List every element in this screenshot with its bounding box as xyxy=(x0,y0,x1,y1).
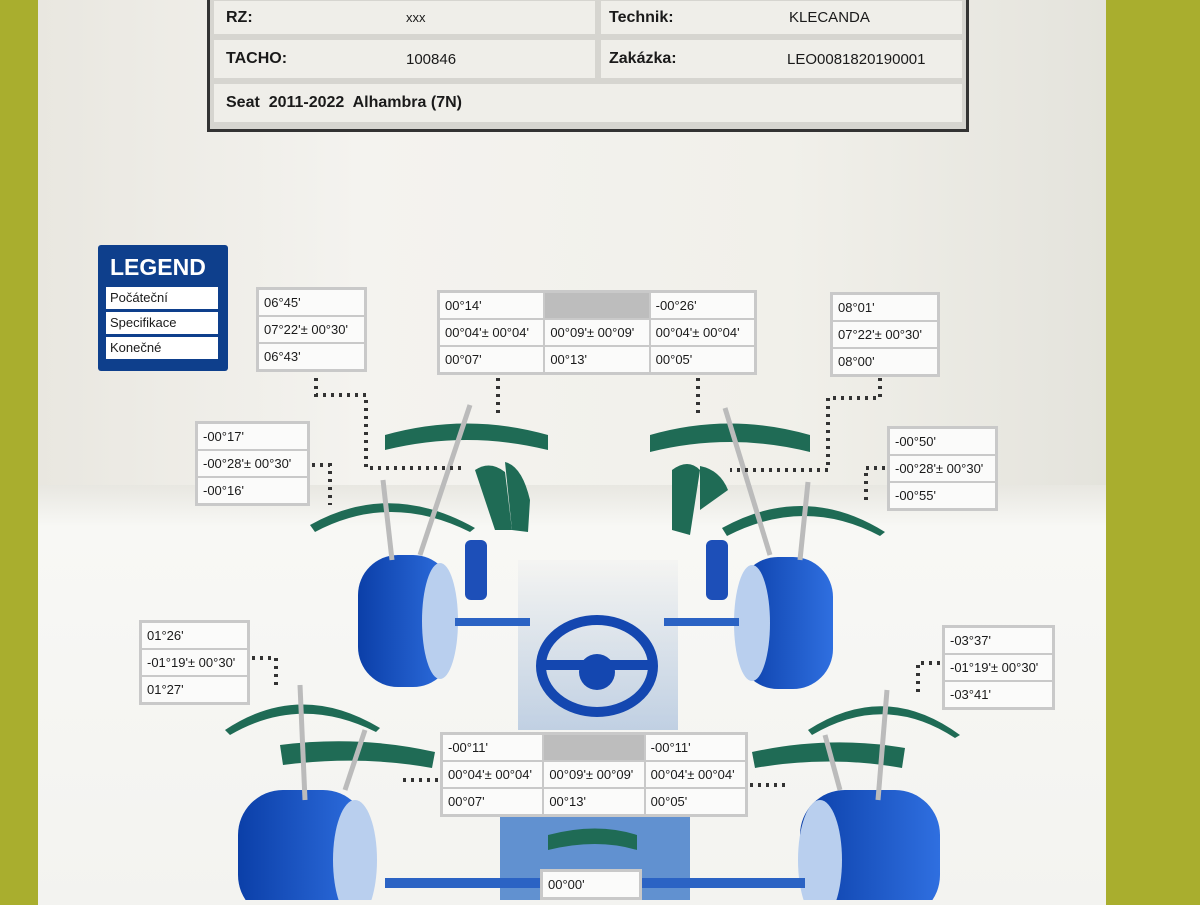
right-toe-spec: 00°04'± 00°04' xyxy=(650,320,754,345)
value-final: 06°43' xyxy=(259,344,364,369)
leader-lines xyxy=(252,378,940,787)
total-toe-spec: 00°09'± 00°09' xyxy=(545,320,649,345)
legend-title: LEGEND xyxy=(110,254,206,280)
front-right-camber-box: -00°50' -00°28'± 00°30' -00°55' xyxy=(887,426,998,511)
value-final: -00°16' xyxy=(198,478,307,503)
front-toe-box: 00°14' -00°26' 00°04'± 00°04'00°09'± 00°0… xyxy=(437,290,757,375)
legend: LEGEND Počáteční Specifikace Konečné xyxy=(98,245,228,371)
left-toe-final: 00°07' xyxy=(440,347,544,372)
steering-wheel-icon xyxy=(536,615,658,717)
technik-value: KLECANDA xyxy=(789,9,870,26)
left-toe-initial: -00°11' xyxy=(443,735,543,760)
front-left-caster-box: 06°45' 07°22'± 00°30' 06°43' xyxy=(256,287,367,372)
legend-initial: Počáteční xyxy=(106,287,218,309)
rear-left-camber-box: 01°26' -01°19'± 00°30' 01°27' xyxy=(139,620,250,705)
rear-toe-box: -00°11' -00°11' 00°04'± 00°04'00°09'± 00°… xyxy=(440,732,748,817)
left-toe-spec: 00°04'± 00°04' xyxy=(443,762,543,787)
total-toe-final: 00°13' xyxy=(545,347,649,372)
total-toe-final: 00°13' xyxy=(544,789,644,814)
left-toe-final: 00°07' xyxy=(443,789,543,814)
left-toe-spec: 00°04'± 00°04' xyxy=(440,320,544,345)
right-toe-final: 00°05' xyxy=(645,789,745,814)
value-spec: -00°28'± 00°30' xyxy=(198,451,307,476)
thrust-angle-value: 00°00' xyxy=(543,872,639,897)
value-spec: -01°19'± 00°30' xyxy=(945,655,1052,680)
legend-final: Konečné xyxy=(106,337,218,359)
value-spec: -00°28'± 00°30' xyxy=(890,456,995,481)
total-toe-initial xyxy=(545,293,649,318)
zakazka-value: LEO0081820190001 xyxy=(787,50,926,68)
zakazka-label: Zakázka: xyxy=(609,50,677,67)
angle-pointers xyxy=(297,404,890,801)
total-toe-spec: 00°09'± 00°09' xyxy=(544,762,644,787)
value-final: 01°27' xyxy=(142,677,247,702)
right-toe-initial: -00°11' xyxy=(645,735,745,760)
front-right-wheel xyxy=(734,557,833,689)
value-initial: 01°26' xyxy=(142,623,247,648)
rear-right-camber-box: -03°37' -01°19'± 00°30' -03°41' xyxy=(942,625,1055,710)
right-toe-initial: -00°26' xyxy=(650,293,754,318)
rz-value: xxx xyxy=(406,10,426,25)
value-spec: 07°22'± 00°30' xyxy=(833,322,937,347)
rear-left-wheel xyxy=(238,790,377,900)
header-table: RZ: xxx Technik: KLECANDA TACHO: 100846 Zak… xyxy=(207,0,969,132)
value-initial: -00°50' xyxy=(890,429,995,454)
right-toe-final: 00°05' xyxy=(650,347,754,372)
rz-label: RZ: xyxy=(226,8,253,26)
rear-right-wheel xyxy=(798,790,940,900)
value-initial: -03°37' xyxy=(945,628,1052,653)
vehicle-name: Seat 2011-2022 Alhambra (7N) xyxy=(226,94,462,111)
front-left-wheel xyxy=(358,555,458,687)
value-final: 08°00' xyxy=(833,349,937,374)
tacho-label: TACHO: xyxy=(226,50,288,67)
value-initial: 08°01' xyxy=(833,295,937,320)
tacho-value: 100846 xyxy=(406,50,457,68)
front-left-camber-box: -00°17' -00°28'± 00°30' -00°16' xyxy=(195,421,310,506)
right-toe-spec: 00°04'± 00°04' xyxy=(645,762,745,787)
value-final: -03°41' xyxy=(945,682,1052,707)
value-initial: -00°17' xyxy=(198,424,307,449)
value-initial: 06°45' xyxy=(259,290,364,315)
value-spec: -01°19'± 00°30' xyxy=(142,650,247,675)
front-right-caster-box: 08°01' 07°22'± 00°30' 08°00' xyxy=(830,292,940,377)
total-toe-initial xyxy=(544,735,644,760)
value-spec: 07°22'± 00°30' xyxy=(259,317,364,342)
left-toe-initial: 00°14' xyxy=(440,293,544,318)
technik-label: Technik: xyxy=(609,8,674,26)
legend-spec: Specifikace xyxy=(106,312,218,334)
value-final: -00°55' xyxy=(890,483,995,508)
thrust-angle-box: 00°00' xyxy=(540,869,642,900)
